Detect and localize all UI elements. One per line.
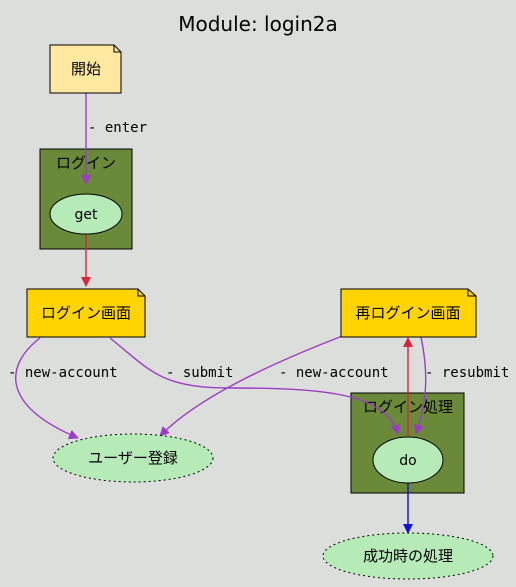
edges bbox=[15, 93, 427, 534]
node-get-label: get bbox=[75, 207, 99, 223]
edge-label-new-account-1: - new-account bbox=[8, 365, 118, 381]
edge-label-new-account-2: - new-account bbox=[279, 365, 389, 381]
edge-login-to-do bbox=[109, 337, 401, 435]
node-login-screen: ログイン画面 bbox=[26, 288, 146, 338]
edge-relogin-to-do bbox=[413, 336, 427, 435]
edge-label-submit: - submit bbox=[166, 365, 233, 381]
node-relogin-screen: 再ログイン画面 bbox=[340, 288, 477, 338]
node-do: do bbox=[372, 436, 444, 484]
node-start: 開始 bbox=[49, 44, 122, 94]
edge-label-resubmit: - resubmit bbox=[425, 365, 509, 381]
node-relogin-screen-label: 再ログイン画面 bbox=[355, 304, 460, 322]
edge-label-enter: - enter bbox=[88, 120, 147, 136]
node-success: 成功時の処理 bbox=[322, 532, 494, 580]
edge-relogin-to-register bbox=[159, 334, 346, 437]
node-get: get bbox=[49, 193, 123, 235]
node-start-label: 開始 bbox=[71, 60, 101, 78]
node-success-label: 成功時の処理 bbox=[363, 547, 453, 565]
edge-login-to-register bbox=[15, 337, 79, 440]
node-user-register: ユーザー登録 bbox=[52, 433, 214, 483]
node-user-register-label: ユーザー登録 bbox=[88, 449, 178, 467]
node-login-screen-label: ログイン画面 bbox=[41, 304, 131, 322]
node-do-label: do bbox=[399, 453, 416, 469]
diagram-title: Module: login2a bbox=[178, 12, 338, 36]
